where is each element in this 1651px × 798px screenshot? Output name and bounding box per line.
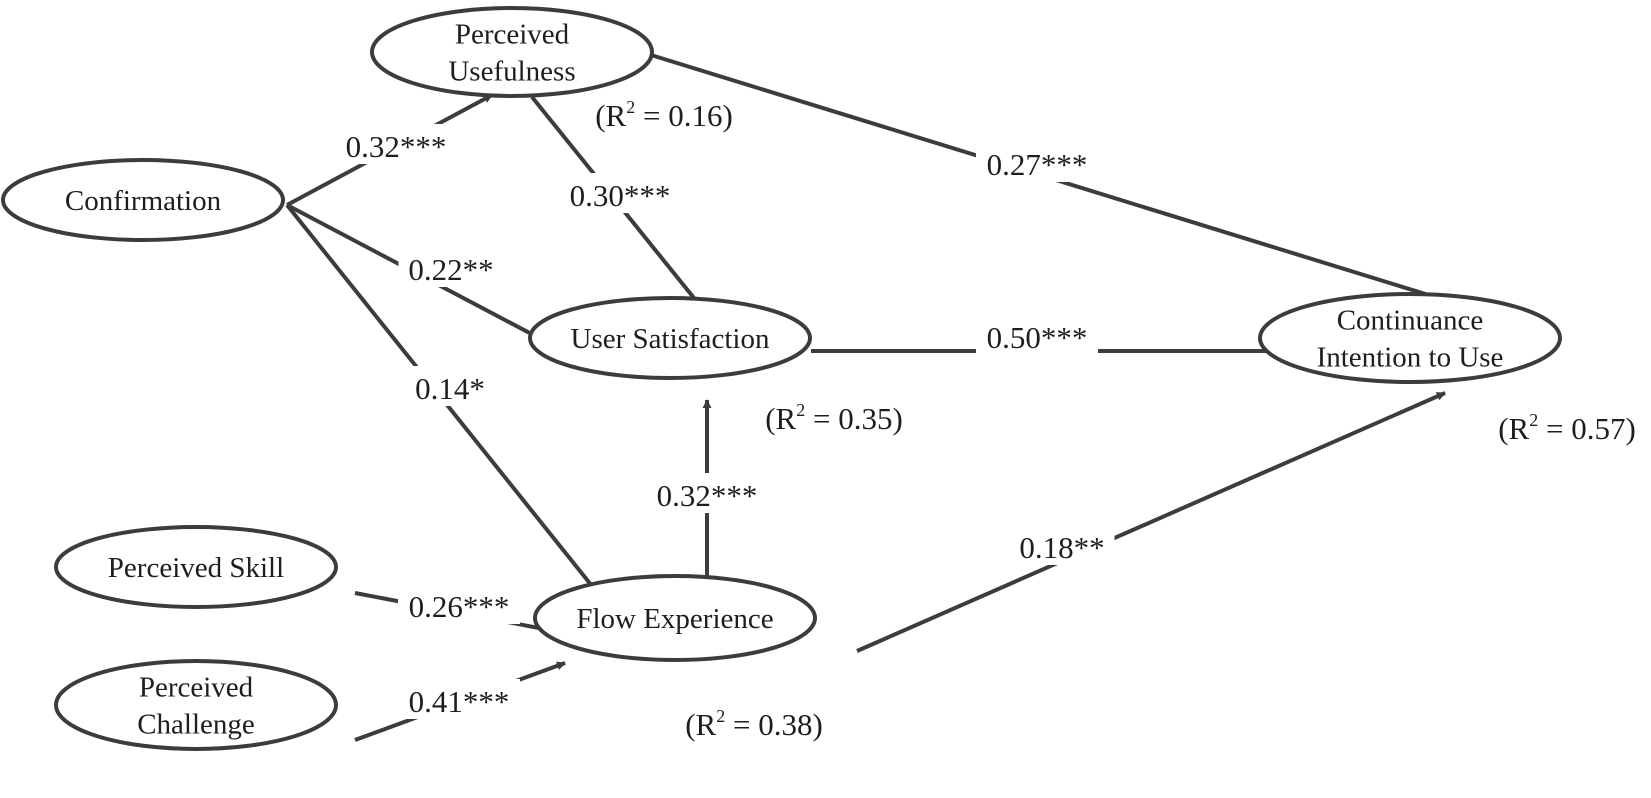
node-user-satisfaction-label: User Satisfaction: [571, 323, 770, 355]
r-squared-prefix: (R: [1498, 411, 1529, 446]
node-continuance-intention-ellipse: [1258, 292, 1562, 384]
r-squared-value: = 0.38): [725, 707, 823, 742]
path-coefficient-label: 0.18**: [1009, 525, 1115, 565]
r-squared-superscript: 2: [1529, 410, 1538, 430]
path-coefficient-background: [976, 315, 1098, 355]
node-flow-experience: Flow Experience: [533, 574, 817, 662]
node-confirmation: Confirmation: [1, 158, 285, 242]
r-squared-label-flow-experience: (R2 = 0.38): [685, 706, 823, 742]
r-squared-prefix: (R: [765, 401, 796, 436]
path-coefficient-background: [976, 142, 1098, 182]
node-confirmation-ellipse: [1, 158, 285, 242]
path-arrow-flow-experience-to-continuance-intention: [856, 391, 1446, 653]
r-squared-label-continuance-intention: (R2 = 0.57): [1498, 410, 1636, 446]
path-coefficient-text: 0.22**: [408, 252, 493, 287]
labels-layer: 0.32*** 0.22** 0.14* 0.30*** 0.27*** 0.50*** 0…: [335, 97, 1636, 742]
node-flow-experience-ellipse: [533, 574, 817, 662]
node-perceived-skill-label: Perceived Skill: [108, 552, 284, 584]
path-coefficient-label: 0.50***: [976, 315, 1098, 355]
path-coefficient-label: 0.26***: [398, 584, 520, 624]
path-coefficient-text: 0.14*: [415, 371, 485, 406]
path-coefficient-text: 0.30***: [570, 178, 671, 213]
path-coefficient-label: 0.30***: [559, 173, 681, 213]
path-coefficient-text: 0.41***: [409, 684, 510, 719]
node-confirmation-label: Confirmation: [65, 185, 222, 217]
path-coefficient-label: 0.27***: [976, 142, 1098, 182]
path-coefficient-background: [409, 366, 491, 406]
path-coefficient-background: [398, 584, 520, 624]
node-perceived-usefulness-label: Usefulness: [448, 56, 575, 88]
path-coefficient-text: 0.26***: [409, 589, 510, 624]
node-continuance-intention-label: Continuance: [1337, 305, 1484, 337]
path-coefficient-text: 0.18**: [1019, 530, 1104, 565]
path-coefficient-background: [559, 173, 681, 213]
path-coefficient-background: [398, 247, 504, 287]
node-continuance-intention-label: Intention to Use: [1317, 342, 1504, 374]
node-perceived-usefulness-ellipse: [370, 6, 654, 98]
node-perceived-skill-ellipse: [54, 525, 338, 609]
r-squared-value: = 0.35): [805, 401, 903, 436]
node-perceived-skill: Perceived Skill: [54, 525, 338, 609]
r-squared-value: = 0.57): [1538, 411, 1636, 446]
r-squared-label-user-satisfaction: (R2 = 0.35): [765, 400, 903, 436]
path-coefficient-background: [398, 679, 520, 719]
r-squared-prefix: (R: [595, 98, 626, 133]
path-coefficient-background: [335, 124, 457, 164]
node-perceived-challenge-label: Challenge: [137, 709, 255, 741]
path-coefficient-text: 0.27***: [987, 147, 1088, 182]
path-coefficient-label: 0.32***: [646, 473, 768, 513]
node-user-satisfaction-ellipse: [528, 296, 812, 380]
path-coefficient-background: [1009, 525, 1115, 565]
path-coefficient-label: 0.32***: [335, 124, 457, 164]
r-squared-label-perceived-usefulness: (R2 = 0.16): [595, 97, 733, 133]
r-squared-superscript: 2: [626, 97, 635, 117]
path-coefficient-text: 0.32***: [346, 129, 447, 164]
r-squared-value: = 0.16): [635, 98, 733, 133]
path-coefficient-text: 0.50***: [987, 320, 1088, 355]
r-squared-superscript: 2: [796, 400, 805, 420]
node-perceived-usefulness-label: Perceived: [455, 19, 570, 51]
r-squared-prefix: (R: [685, 707, 716, 742]
node-flow-experience-label: Flow Experience: [576, 603, 773, 635]
path-coefficient-label: 0.22**: [398, 247, 504, 287]
node-perceived-challenge-ellipse: [54, 659, 338, 751]
node-perceived-challenge-label: Perceived: [139, 672, 254, 704]
path-coefficient-label: 0.14*: [409, 366, 491, 406]
r-squared-superscript: 2: [716, 706, 725, 726]
node-user-satisfaction: User Satisfaction: [528, 296, 812, 380]
path-coefficient-label: 0.41***: [398, 679, 520, 719]
path-coefficient-text: 0.32***: [657, 478, 758, 513]
path-arrow-confirmation-to-flow-experience: [285, 203, 614, 613]
path-coefficient-background: [646, 473, 768, 513]
